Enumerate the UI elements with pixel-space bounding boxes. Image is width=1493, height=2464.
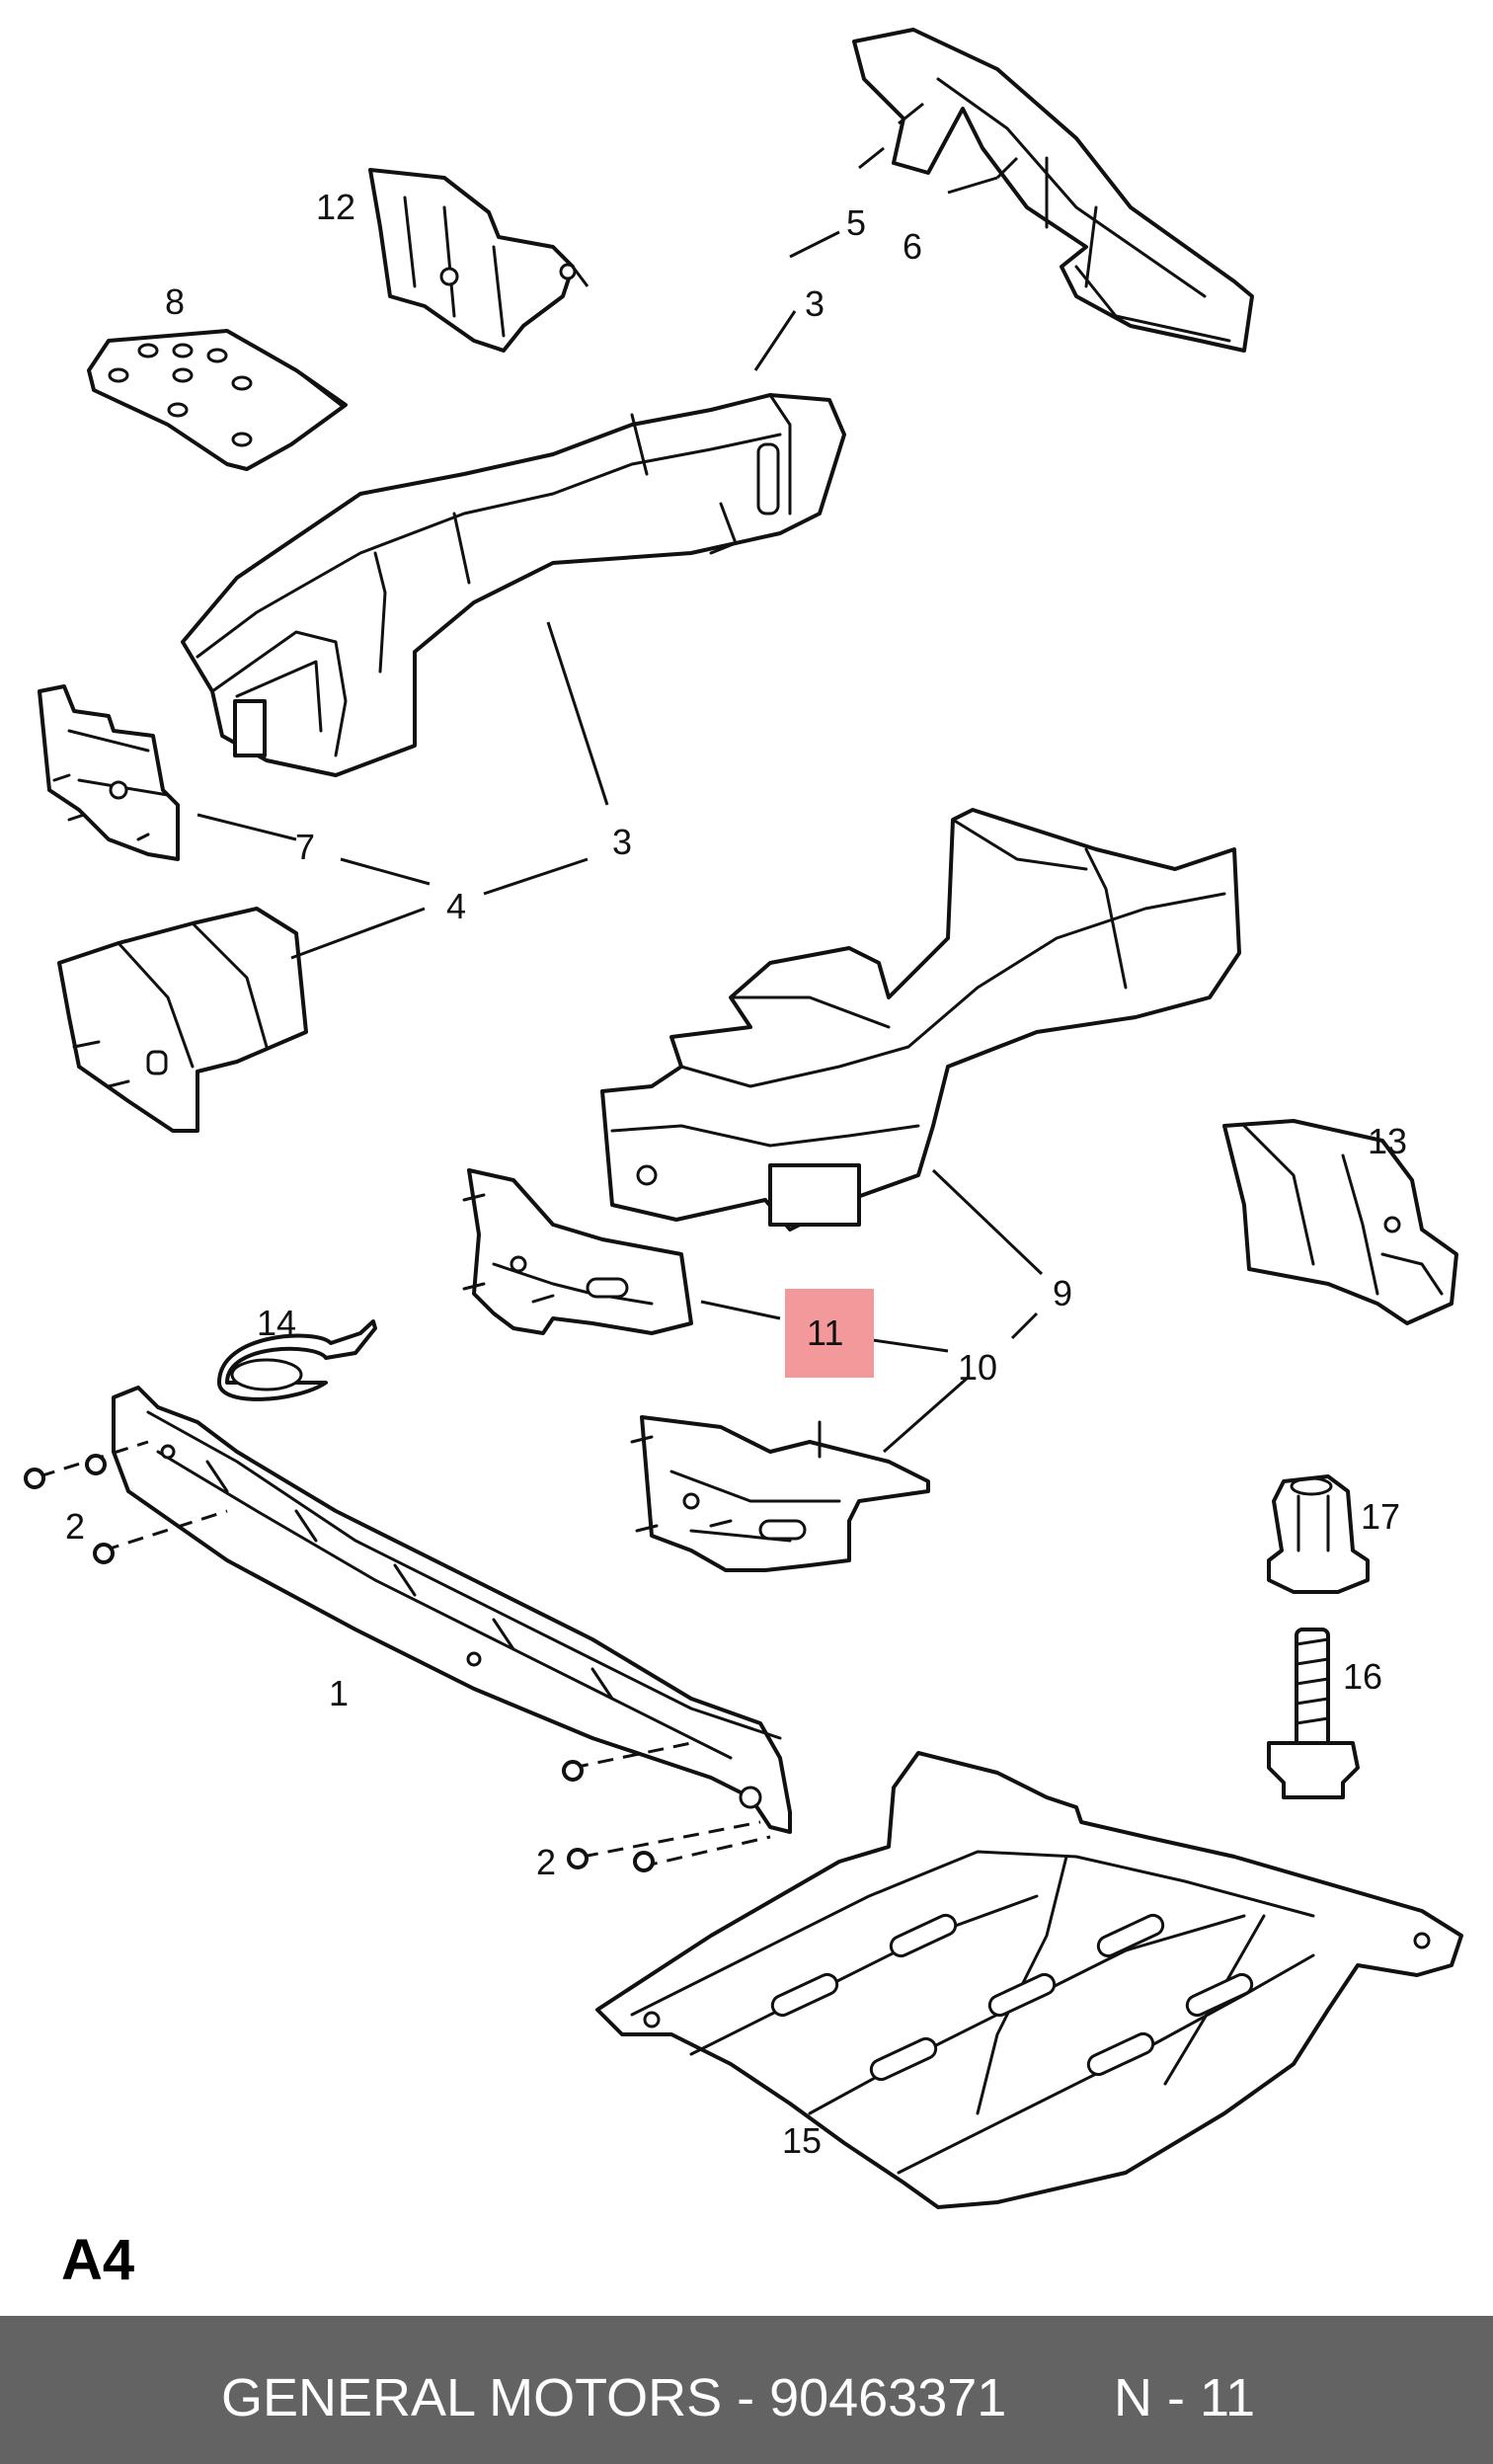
callout-1: 1 (329, 1673, 349, 1713)
part-bracket-13 (1222, 1119, 1458, 1325)
callout-14: 14 (257, 1303, 296, 1343)
callout-11: 11 (807, 1312, 843, 1353)
footer-position-number: N - 11 (1114, 2368, 1256, 2427)
callout-5: 5 (846, 202, 866, 243)
callout-6: 6 (903, 226, 922, 267)
callout-10: 10 (958, 1347, 997, 1388)
callout-highlight (785, 1289, 874, 1378)
callout-7: 7 (295, 827, 315, 867)
callout-2-bottom: 2 (536, 1842, 556, 1882)
footer-part-number: GENERAL MOTORS - 90463371 (221, 2368, 1007, 2427)
callout-17: 17 (1361, 1496, 1400, 1537)
part-bracket-7 (38, 684, 180, 861)
part-bracket-4 (57, 907, 308, 1133)
part-bracket-11 (462, 1168, 693, 1335)
callout-16: 16 (1343, 1656, 1382, 1697)
part-rear-rail (852, 28, 1254, 353)
part-plate-8 (87, 329, 348, 471)
callout-4: 4 (446, 886, 466, 926)
leader-lines (196, 102, 1044, 1454)
callout-9: 9 (1053, 1273, 1072, 1313)
part-towing-eye-14 (217, 1319, 377, 1401)
part-underbody-shield-15 (595, 1751, 1463, 2209)
part-main-rail-3 (181, 393, 846, 777)
part-nut-17 (1267, 1474, 1370, 1594)
callout-15: 15 (782, 2120, 822, 2161)
footer-bar: GENERAL MOTORS - 90463371 N - 11 (0, 2316, 1493, 2464)
part-bracket-12 (368, 168, 577, 353)
part-nuts-2 (24, 1440, 771, 1872)
callout-3-middle: 3 (612, 822, 632, 862)
callout-2-left: 2 (65, 1506, 85, 1547)
diagram-page-reference: A4 (61, 2228, 135, 2292)
parts-diagram: 1 2 2 3 3 4 5 6 7 8 9 10 11 12 13 14 15 … (24, 28, 1463, 2209)
callout-12: 12 (316, 187, 355, 227)
part-front-rail-9 (600, 808, 1241, 1232)
callout-8: 8 (165, 281, 185, 322)
callout-13: 13 (1368, 1121, 1407, 1161)
callout-3-top: 3 (805, 283, 825, 324)
part-bumper-beam-1 (112, 1386, 792, 1834)
part-bolt-16 (1267, 1628, 1360, 1799)
part-bracket-10 (630, 1415, 930, 1572)
